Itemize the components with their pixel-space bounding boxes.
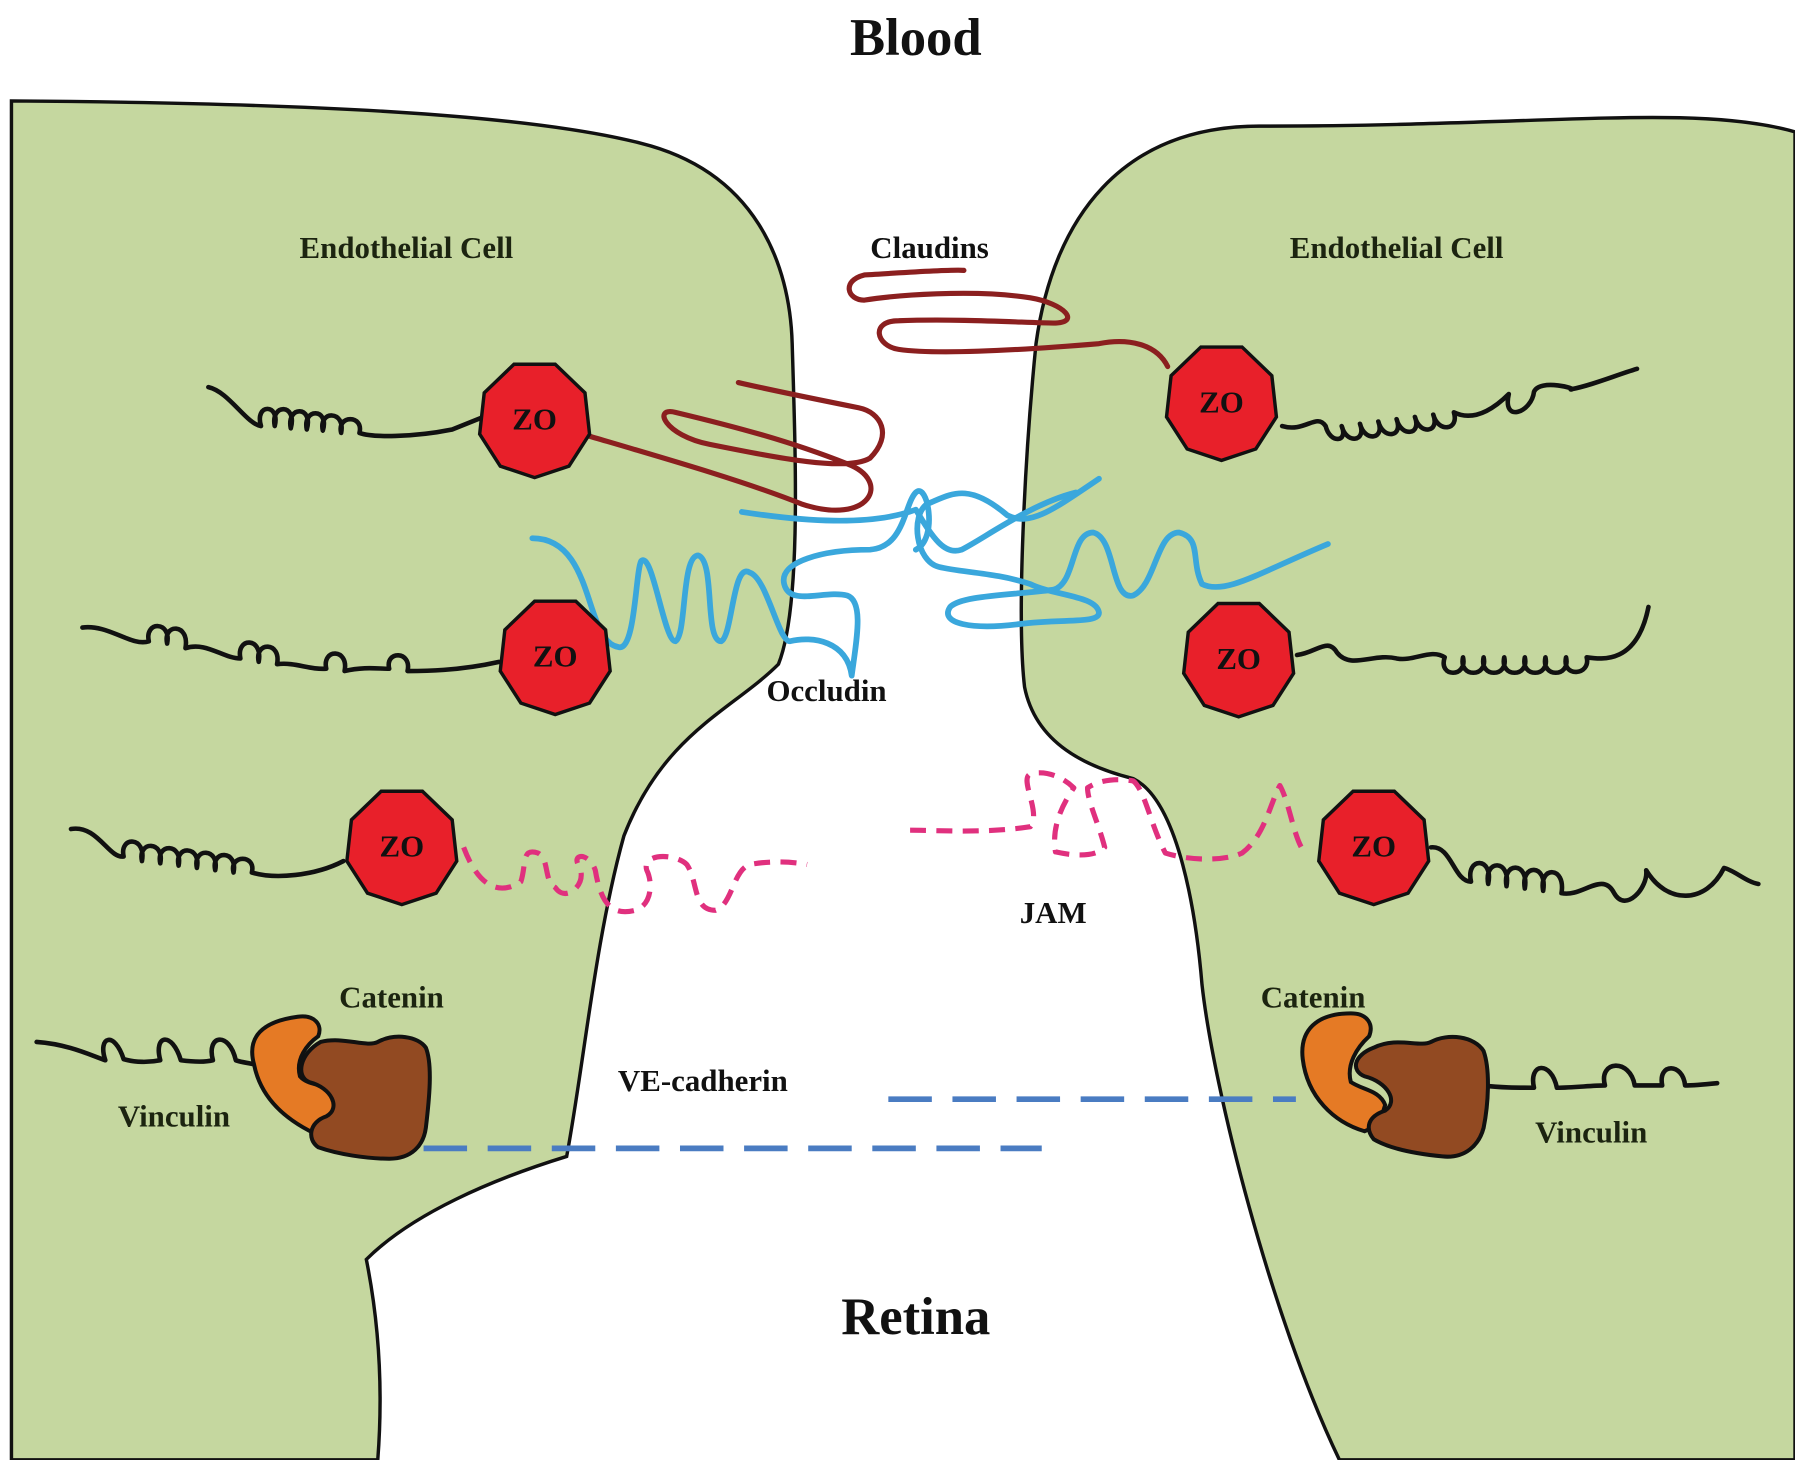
catenin-alpha-right [1300, 1011, 1388, 1134]
ve-cadherin-label: VE-cadherin [618, 1063, 788, 1098]
occludin-left [529, 488, 932, 679]
retina-title: Retina [841, 1288, 990, 1346]
vinculin-right-label: Vinculin [1535, 1115, 1647, 1150]
svg-text:ZO: ZO [1199, 384, 1244, 419]
jam-label: JAM [1020, 895, 1087, 930]
vinculin-filament-left [34, 1037, 278, 1070]
left-endothelial-cell [9, 99, 798, 1460]
svg-text:ZO: ZO [1216, 641, 1261, 676]
actin-filament-right-3 [1428, 845, 1761, 903]
catenin-beta-left [299, 1034, 432, 1161]
occludin-right [914, 475, 1331, 630]
claudin-right [846, 267, 1171, 370]
occludin-label: Occludin [766, 673, 886, 708]
jam-left [461, 846, 808, 915]
claudin-left [583, 379, 886, 513]
actin-filament-left-2 [80, 623, 502, 674]
catenin-left-label: Catenin [339, 980, 444, 1015]
zo-left-3: ZO [345, 789, 459, 907]
zo-right-2: ZO [1181, 601, 1296, 719]
occludin-center [738, 489, 1079, 554]
actin-filament-right-2 [1294, 604, 1651, 675]
zo-left-2: ZO [498, 599, 612, 717]
actin-filament-left-1 [206, 384, 484, 439]
zo-right-1: ZO [1164, 345, 1279, 463]
zo-right-3: ZO [1317, 789, 1431, 907]
catenin-beta-right [1353, 1034, 1490, 1159]
claudins-label: Claudins [870, 230, 988, 265]
right-cell-label: Endothelial Cell [1290, 230, 1504, 265]
catenin-complex-left [250, 1014, 432, 1161]
svg-text:ZO: ZO [512, 401, 557, 436]
zo-left-1: ZO [477, 362, 592, 480]
catenin-right-label: Catenin [1261, 980, 1366, 1015]
actin-filament-right-1 [1279, 366, 1640, 442]
blood-title: Blood [850, 9, 982, 67]
actin-filament-left-3 [68, 826, 346, 879]
svg-text:ZO: ZO [379, 828, 424, 863]
catenin-complex-right [1300, 1011, 1490, 1159]
jam-right [910, 770, 1305, 862]
svg-text:ZO: ZO [533, 638, 578, 673]
left-cell-label: Endothelial Cell [300, 230, 514, 265]
vinculin-left-label: Vinculin [118, 1099, 230, 1134]
vinculin-filament-right [1481, 1063, 1720, 1091]
svg-text:ZO: ZO [1351, 828, 1396, 863]
